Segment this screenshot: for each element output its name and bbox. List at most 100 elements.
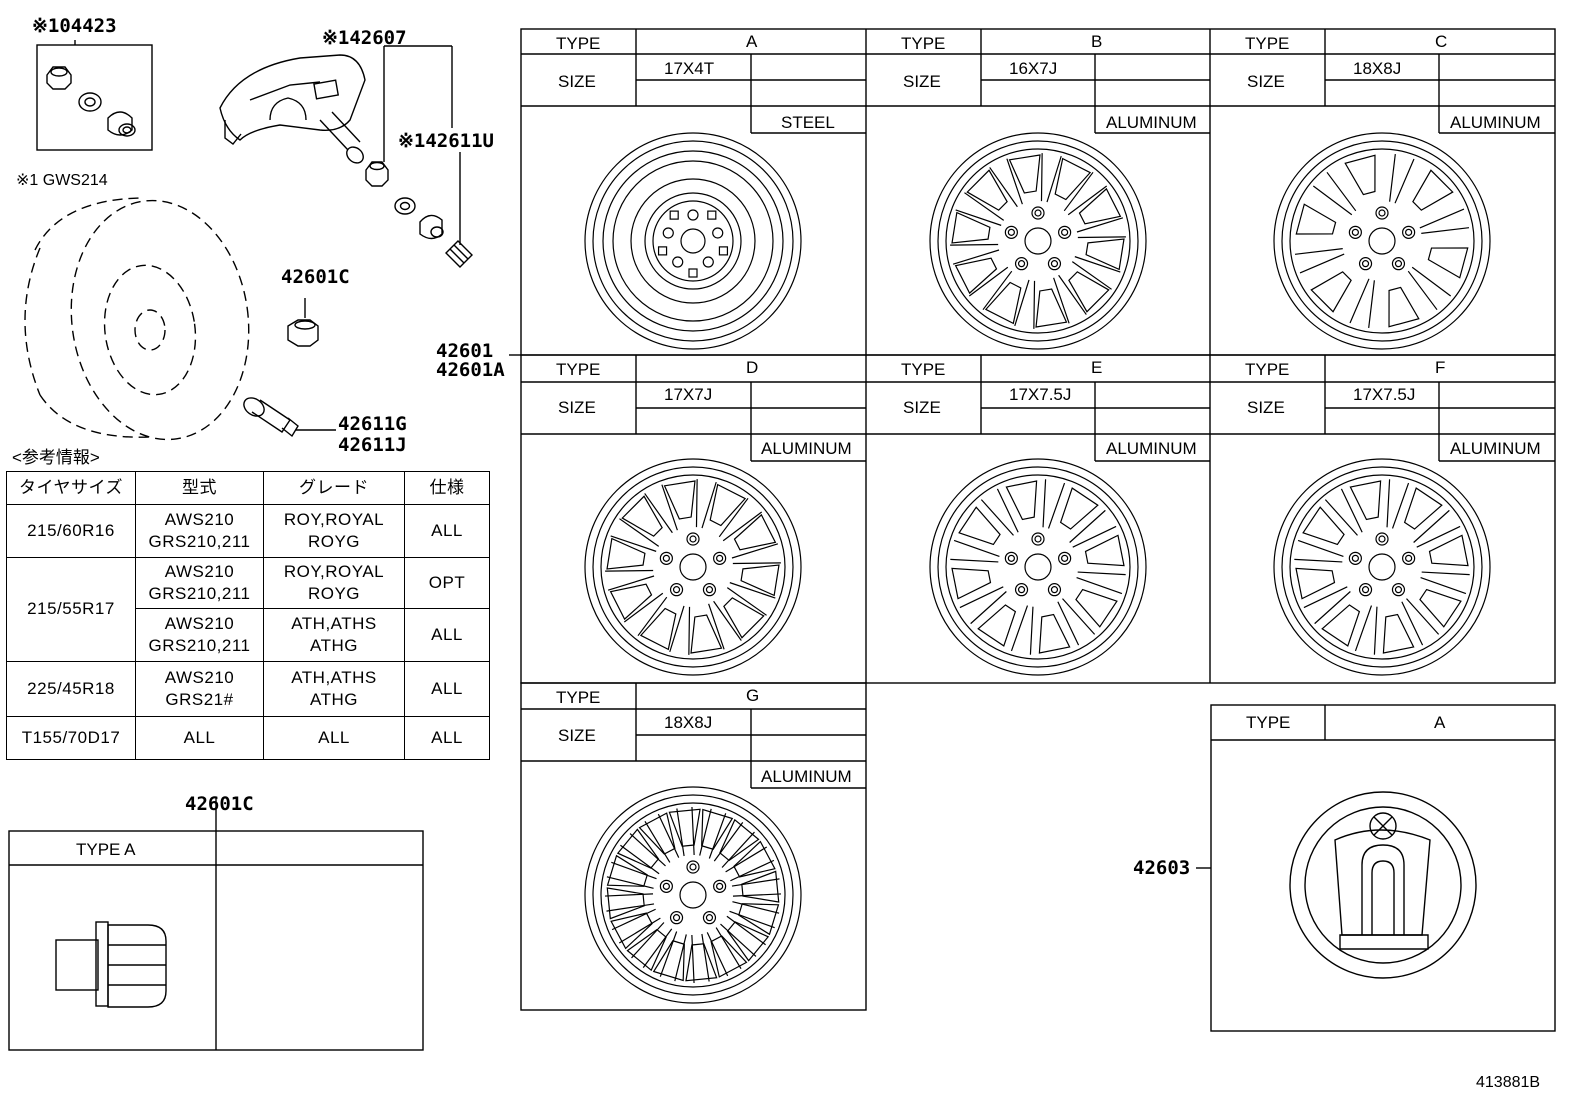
size-label: SIZE [1247, 398, 1285, 417]
wheel-type-value: D [746, 358, 759, 377]
size-label: SIZE [1247, 72, 1285, 91]
valve-stem-icon [243, 397, 299, 438]
reference-title: <参考情報> [12, 448, 100, 467]
table-header-row: タイヤサイズ 型式 グレード 仕様 [6, 471, 490, 505]
size-label: SIZE [558, 398, 596, 417]
wheel-material: STEEL [781, 113, 835, 132]
wheel-material: ALUMINUM [761, 767, 852, 786]
size-label: SIZE [558, 72, 596, 91]
table-row: T155/70D17 ALL ALL ALL [6, 716, 490, 760]
part-number-42601a: 42601A [436, 359, 505, 381]
wheel-d-icon [584, 458, 802, 676]
wheel-material: ALUMINUM [1106, 113, 1197, 132]
cell-spec: OPT [404, 557, 490, 609]
wheel-material: ALUMINUM [1450, 439, 1541, 458]
cell-size: 225/45R18 [6, 661, 136, 717]
wheel-size-value: 17X7.5J [1009, 385, 1072, 404]
wheel-size-value: 17X7.5J [1353, 385, 1416, 404]
cell-spec: ALL [404, 608, 490, 662]
sensor-washer-icon [394, 197, 416, 215]
tire-icon [34, 197, 250, 441]
wheel-size-value: 17X4T [664, 59, 715, 78]
cell-grade: ALL [263, 716, 405, 760]
part-number-42603: 42603 [1133, 857, 1191, 879]
size-label: SIZE [558, 726, 596, 745]
type-label: TYPE [901, 360, 946, 379]
part-number-42601: 42601 [436, 340, 494, 362]
valve-grommet-icon [107, 111, 136, 137]
wheel-type-value: C [1435, 32, 1448, 51]
wheel-type-value: G [746, 686, 760, 705]
part-number-42611j: 42611J [338, 434, 407, 456]
tpms-sensor-icon [219, 54, 366, 164]
wheel-type-value: E [1091, 358, 1103, 377]
wheel-size-value: 16X7J [1009, 59, 1058, 78]
type-label: TYPE [556, 34, 601, 53]
type-label: TYPE [556, 360, 601, 379]
cell-spec: ALL [404, 504, 490, 558]
cap-type-box [1210, 704, 1556, 1032]
cell-spec: ALL [404, 716, 490, 760]
part-number-04423: ※104423 [32, 15, 117, 37]
part-number-42601c-bottom: 42601C [185, 793, 254, 815]
cell-model: ALL [135, 716, 264, 760]
header-spec: 仕様 [404, 471, 490, 505]
wheel-f-icon [1273, 458, 1491, 676]
header-tire-size: タイヤサイズ [6, 471, 136, 505]
type-label: TYPE [1245, 34, 1290, 53]
wheel-type-value: A [746, 32, 758, 51]
nut-type-label: TYPE A [76, 840, 136, 859]
lug-nut-icon [55, 921, 167, 1008]
type-label: TYPE [901, 34, 946, 53]
wheel-material: ALUMINUM [1450, 113, 1541, 132]
part-number-42601c-top: 42601C [281, 266, 350, 288]
part-number-gws214: ※1 GWS214 [16, 172, 108, 189]
wheel-c-icon [1273, 132, 1491, 350]
wheel-size-value: 18X8J [1353, 59, 1402, 78]
size-label: SIZE [903, 72, 941, 91]
wheel-b-icon [929, 132, 1147, 350]
wheel-type-value: B [1091, 32, 1103, 51]
header-grade: グレード [263, 471, 405, 505]
wheel-size-value: 18X8J [664, 713, 713, 732]
cap-type-label: TYPE [1246, 713, 1291, 732]
figure-id: 413881B [1476, 1074, 1541, 1091]
sensor-grommet-icon [419, 214, 444, 240]
wheel-grid-lines [520, 28, 1556, 1011]
part-number-42607: ※142607 [322, 27, 407, 49]
sensor-nut-icon [365, 161, 389, 187]
wheel-type-value: F [1435, 358, 1446, 377]
cell-spec: ALL [404, 661, 490, 717]
cell-size: 215/60R16 [6, 504, 136, 558]
cap-type-value: A [1434, 713, 1446, 732]
cell-size: 215/55R17 [6, 557, 136, 662]
type-label: TYPE [556, 688, 601, 707]
valve-cap-icon [445, 240, 473, 268]
size-label: SIZE [903, 398, 941, 417]
cell-size: T155/70D17 [6, 716, 136, 760]
header-model: 型式 [135, 471, 264, 505]
valve-washer-icon [78, 92, 102, 112]
wheel-a-icon [584, 132, 802, 350]
valve-kit-box [36, 44, 153, 151]
wheel-nut-icon [287, 319, 319, 347]
wheel-material: ALUMINUM [1106, 439, 1197, 458]
wheel-size-value: 17X7J [664, 385, 713, 404]
center-cap-icon [1289, 791, 1477, 979]
wheel-material: ALUMINUM [761, 439, 852, 458]
wheel-g-icon [584, 786, 802, 1004]
type-label: TYPE [1245, 360, 1290, 379]
